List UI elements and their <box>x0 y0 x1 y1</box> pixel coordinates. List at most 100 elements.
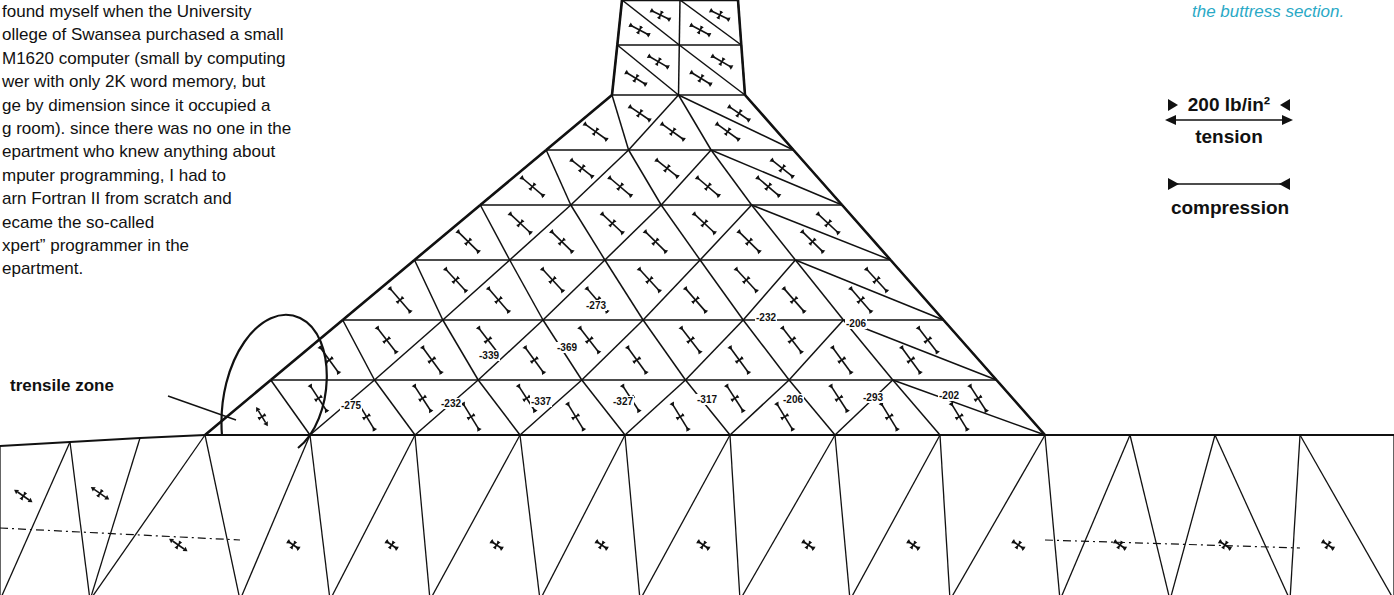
stress-arrow-head <box>263 421 267 426</box>
zone-label: trensile zone <box>10 376 114 396</box>
stress-arrow-head <box>439 370 444 375</box>
mesh-line <box>605 260 643 320</box>
ground-line <box>0 435 1394 446</box>
stress-arrow-head <box>697 31 701 35</box>
stress-arrow-head <box>666 18 671 23</box>
downstream-face <box>891 260 944 320</box>
stress-arrow-head <box>654 157 659 162</box>
principal-stress-bar <box>310 385 328 412</box>
mesh-line <box>643 319 743 321</box>
principal-stress-bar <box>832 347 852 374</box>
stress-arrow-head <box>729 65 734 70</box>
stress-arrow-head <box>918 370 923 375</box>
principal-stress-bar <box>551 231 573 253</box>
stress-arrow-head <box>799 350 804 355</box>
principal-stress-bar <box>422 347 442 374</box>
mesh-line <box>1393 435 1394 595</box>
stress-arrow-head <box>1227 547 1232 552</box>
stress-arrow-head <box>730 399 734 402</box>
mesh-line <box>1060 435 1130 595</box>
mesh-line <box>741 45 745 95</box>
stress-arrow-head <box>263 413 267 416</box>
principal-stress-bar <box>830 385 847 412</box>
stress-arrow-head <box>929 336 933 340</box>
mesh-line <box>795 259 890 261</box>
stress-arrow-head <box>553 276 557 280</box>
stress-arrow-head <box>872 281 876 285</box>
mesh-line <box>795 260 943 320</box>
stress-arrow-head <box>14 490 19 495</box>
stress-arrow-head <box>727 345 732 350</box>
stress-arrow-head <box>890 413 894 416</box>
stress-arrow-head <box>548 281 552 285</box>
stress-arrow-head <box>528 187 532 191</box>
stress-arrow-head <box>778 169 782 173</box>
principal-stress-bar <box>881 403 898 431</box>
stress-value: -273 <box>585 300 607 311</box>
mesh-line <box>835 434 940 436</box>
stress-arrow-head <box>1113 539 1118 544</box>
mesh-line <box>997 380 1046 435</box>
mesh-line <box>842 205 891 260</box>
stress-arrow-head <box>519 175 524 180</box>
stress-arrow-head <box>675 175 680 180</box>
stress-value: -232 <box>755 312 777 323</box>
stress-arrow-head <box>845 408 850 413</box>
mesh-line <box>625 434 730 436</box>
stress-arrow-head <box>394 547 399 552</box>
stress-arrow-head <box>681 138 686 143</box>
stress-arrow-head <box>769 182 773 186</box>
stress-arrow-head <box>785 413 789 416</box>
stress-arrow-head <box>96 494 99 498</box>
mesh-line <box>70 442 90 595</box>
mesh-line <box>546 149 628 151</box>
stress-arrow-head <box>885 417 889 420</box>
principal-stress-bar <box>771 159 793 177</box>
stress-arrow-head <box>790 175 795 180</box>
stress-arrow-head <box>296 547 301 552</box>
stress-arrow-head <box>101 489 104 493</box>
mesh-line <box>343 320 375 380</box>
paragraph-line: mputer programming, I had to <box>2 165 226 187</box>
principal-stress-bar <box>738 231 760 253</box>
compression-sample <box>1168 178 1290 190</box>
stress-arrow-head <box>704 187 708 191</box>
mesh-line <box>730 434 835 436</box>
stress-arrow-head <box>848 286 853 291</box>
mesh-line <box>661 205 700 260</box>
stress-arrow-head <box>620 384 624 389</box>
stress-arrow-head <box>597 350 602 355</box>
mesh-line <box>1130 435 1170 595</box>
tension-sample <box>1165 115 1293 125</box>
stress-arrow-head <box>607 175 612 180</box>
stress-arrow-head <box>394 350 399 355</box>
stress-arrow-head <box>643 83 648 87</box>
stress-arrow-head <box>726 18 731 23</box>
mesh-line <box>893 380 1045 435</box>
principal-stress-bar <box>693 213 715 233</box>
mesh-line <box>1045 435 1060 595</box>
stress-arrow-head <box>1019 541 1022 545</box>
stress-arrow-head <box>522 399 526 402</box>
principal-stress-bar <box>377 327 397 353</box>
mesh-line <box>745 95 794 150</box>
stress-arrow-head <box>809 541 812 545</box>
stress-arrow-head <box>681 413 685 416</box>
stress-arrow-head <box>896 427 900 432</box>
mesh-line <box>415 205 481 260</box>
stress-arrow-head <box>628 104 633 109</box>
principal-stress-bar <box>609 177 632 196</box>
stress-arrow-head <box>742 281 746 285</box>
stress-arrow-head <box>592 132 596 136</box>
stress-arrow-head <box>367 413 371 416</box>
stress-arrow-head <box>388 546 391 550</box>
stress-arrow-head <box>387 336 391 340</box>
stress-arrow-head <box>689 70 694 74</box>
mesh-line <box>850 435 940 595</box>
mesh-line <box>443 320 478 380</box>
stress-arrow-head <box>558 242 562 246</box>
mesh-line <box>679 45 745 95</box>
mesh-line <box>310 435 330 595</box>
principal-stress-bar <box>866 268 888 292</box>
mesh-line <box>343 260 415 320</box>
